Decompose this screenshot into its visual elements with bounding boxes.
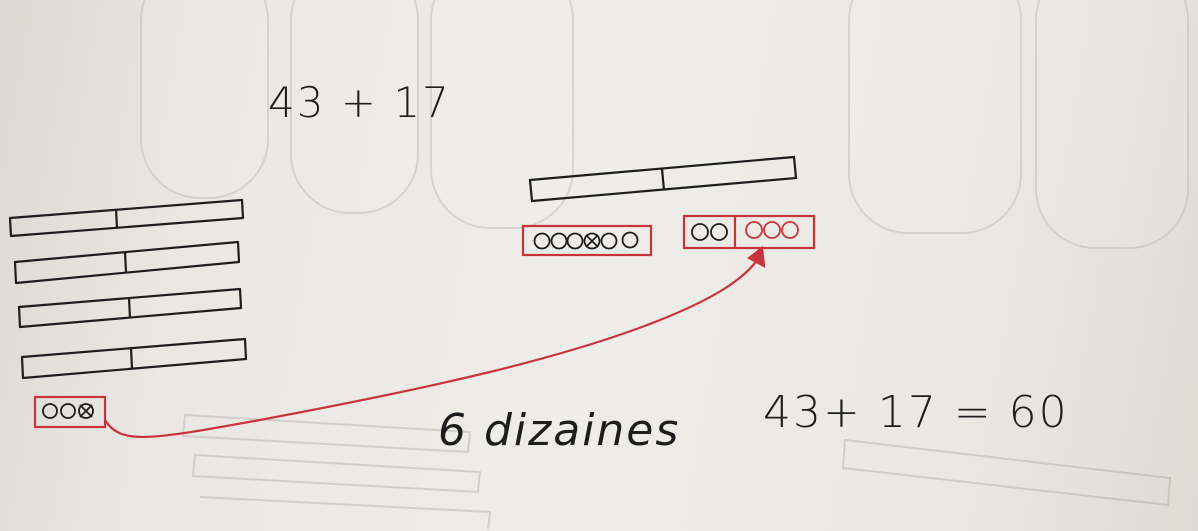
ten-bar-right (528, 155, 798, 203)
ten-bar (8, 198, 245, 238)
ten-bar (20, 337, 248, 380)
units-group-seven (521, 224, 653, 257)
ghost-shape (140, 0, 269, 199)
problem-text: 43 + 17 (268, 78, 451, 127)
ghost-shape (430, 0, 574, 229)
units-group-split (682, 214, 816, 250)
ten-bar-divider (123, 251, 128, 273)
result-label: 6 dizaines (438, 405, 681, 456)
ten-bar-divider (114, 208, 119, 229)
ghost-shape (1035, 0, 1189, 249)
ten-bar-divider (129, 347, 134, 369)
ten-bar (13, 240, 241, 285)
units-group-left (33, 395, 107, 429)
equation-text: 43+ 17 = 60 (763, 387, 1069, 438)
ghost-shape (848, 0, 1022, 234)
ghost-shape (290, 0, 419, 214)
transfer-arrow (104, 245, 766, 438)
ten-bars-left (8, 198, 248, 380)
ten-bar (17, 287, 243, 329)
ten-bar-divider (127, 297, 132, 319)
